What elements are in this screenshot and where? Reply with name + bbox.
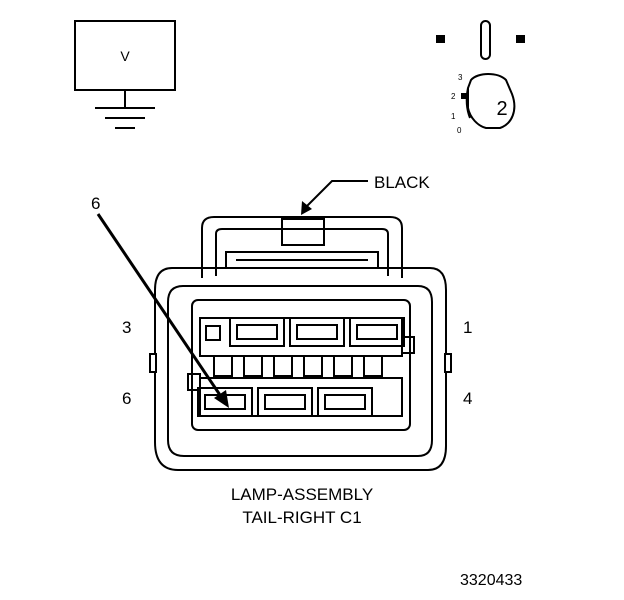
dial-scale-3: 3 — [458, 73, 463, 82]
cavity-2 — [289, 317, 345, 347]
cavity-3 — [229, 317, 285, 347]
cavity-row-top — [229, 317, 405, 347]
cavity-5 — [257, 387, 313, 417]
dial-scale-1: 1 — [451, 112, 456, 121]
connector-body — [149, 216, 452, 471]
cavity-4 — [317, 387, 373, 417]
cavity-row-bottom — [197, 387, 373, 417]
pin-label-bottom-right: 4 — [463, 389, 473, 408]
meter-symbol: V — [120, 48, 130, 64]
color-callout-arrow — [301, 180, 368, 215]
cavity-1 — [349, 317, 405, 347]
dial-value: 2 — [496, 98, 507, 120]
pin-callout-arrow — [96, 213, 229, 408]
connector-color-label: BLACK — [374, 173, 430, 192]
pin-label-bottom-left: 6 — [122, 389, 132, 408]
selector-knob-icon — [436, 20, 525, 129]
voltmeter-symbol — [74, 20, 176, 129]
dial-scale-2: 2 — [451, 92, 456, 101]
connector-name-line1: LAMP-ASSEMBLY — [230, 485, 374, 504]
callout-pin-number: 6 — [91, 194, 101, 213]
figure-id: 3320433 — [460, 572, 523, 589]
pin-label-top-right: 1 — [463, 318, 473, 337]
dial-scale-0: 0 — [457, 126, 462, 135]
connector-name-line2: TAIL-RIGHT C1 — [242, 508, 362, 527]
pin-label-top-left: 3 — [122, 318, 132, 337]
